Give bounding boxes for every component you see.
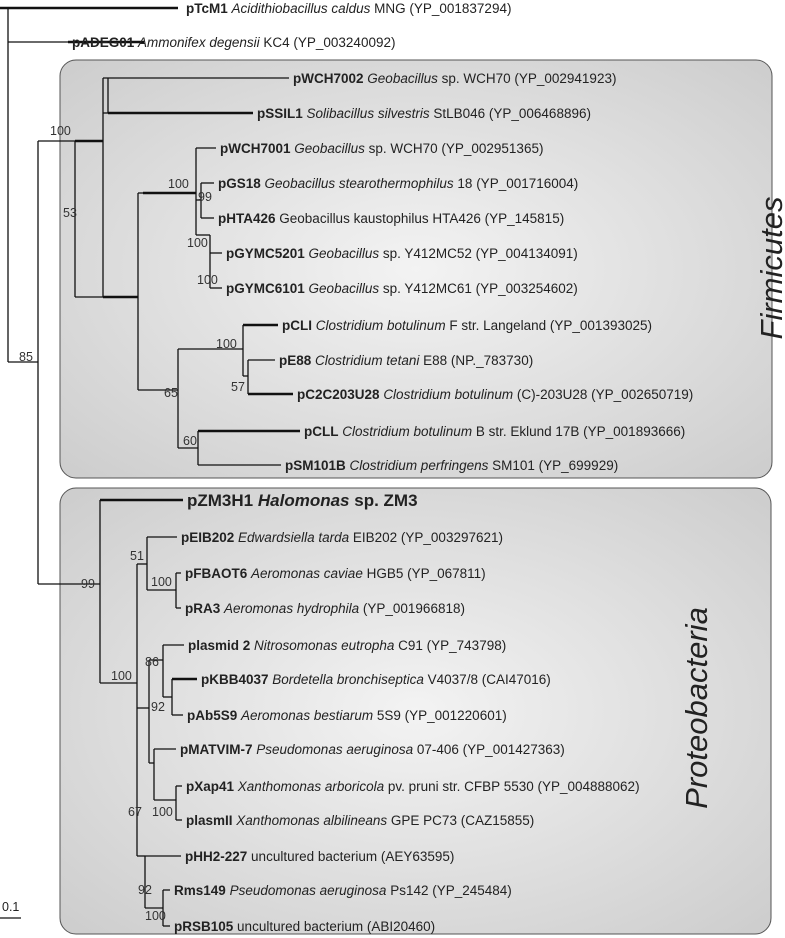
- bootstrap-value: 99: [81, 577, 95, 591]
- bootstrap-value: 67: [128, 805, 142, 819]
- taxon-label: pRSB105 uncultured bacterium (ABI20460): [174, 919, 435, 934]
- taxon-label: pWCH7001 Geobacillus sp. WCH70 (YP_00295…: [220, 141, 543, 156]
- bootstrap-value: 51: [130, 549, 144, 563]
- taxon-label: pRA3 Aeromonas hydrophila (YP_001966818): [185, 601, 465, 616]
- taxon-labels: pTcM1 Acidithiobacillus caldus MNG (YP_0…: [72, 1, 693, 934]
- bootstrap-value: 86: [145, 655, 159, 669]
- taxon-label: pGYMC6101 Geobacillus sp. Y412MC61 (YP_0…: [226, 281, 578, 296]
- taxon-label: pCLI Clostridium botulinum F str. Langel…: [282, 318, 652, 333]
- bootstrap-value: 100: [197, 273, 218, 287]
- taxon-label: pGYMC5201 Geobacillus sp. Y412MC52 (YP_0…: [226, 246, 578, 261]
- taxon-label: pHH2-227 uncultured bacterium (AEY63595): [185, 849, 454, 864]
- taxon-label: plasmII Xanthomonas albilineans GPE PC73…: [186, 813, 534, 828]
- taxon-label: pFBAOT6 Aeromonas caviae HGB5 (YP_067811…: [185, 566, 486, 581]
- bootstrap-value: 100: [145, 909, 166, 923]
- firmicutes-clade-box: [59, 59, 773, 479]
- bootstrap-value: 65: [164, 386, 178, 400]
- taxon-label: pE88 Clostridium tetani E88 (NP._783730): [279, 353, 533, 368]
- bootstrap-value: 100: [50, 124, 71, 138]
- bootstrap-values: 85 100 53 100 99 100 100 65 100 57 60 99…: [19, 124, 245, 923]
- taxon-label: pKBB4037 Bordetella bronchiseptica V4037…: [201, 672, 551, 687]
- taxon-label: pWCH7002 Geobacillus sp. WCH70 (YP_00294…: [293, 71, 616, 86]
- bootstrap-value: 57: [231, 380, 245, 394]
- bootstrap-value: 92: [151, 700, 165, 714]
- taxon-label: pEIB202 Edwardsiella tarda EIB202 (YP_00…: [181, 530, 503, 545]
- bootstrap-value: 60: [183, 434, 197, 448]
- bootstrap-value: 100: [187, 236, 208, 250]
- taxon-label: pSSIL1 Solibacillus silvestris StLB046 (…: [257, 106, 591, 121]
- tree-branches: [0, 6, 300, 927]
- taxon-label: Rms149 Pseudomonas aeruginosa Ps142 (YP_…: [174, 883, 512, 898]
- bootstrap-value: 99: [198, 190, 212, 204]
- bootstrap-value: 100: [151, 575, 172, 589]
- taxon-label-highlight: pZM3H1 Halomonas sp. ZM3: [187, 491, 418, 510]
- taxon-label: pCLL Clostridium botulinum B str. Eklund…: [304, 424, 685, 439]
- taxon-label: pMATVIM-7 Pseudomonas aeruginosa 07-406 …: [180, 742, 565, 757]
- bootstrap-value: 100: [111, 669, 132, 683]
- scale-bar-label: 0.1: [2, 900, 19, 914]
- proteobacteria-clade-box: [59, 487, 772, 935]
- taxon-label: plasmid 2 Nitrosomonas eutropha C91 (YP_…: [188, 638, 506, 653]
- scale-bar: 0.1: [0, 900, 21, 919]
- taxon-label: pTcM1 Acidithiobacillus caldus MNG (YP_0…: [186, 1, 511, 16]
- bootstrap-value: 100: [152, 805, 173, 819]
- taxon-label: pSM101B Clostridium perfringens SM101 (Y…: [285, 458, 618, 473]
- firmicutes-label: Firmicutes: [754, 197, 785, 340]
- bootstrap-value: 100: [216, 337, 237, 351]
- taxon-label: pADEG01 Ammonifex degensii KC4 (YP_00324…: [72, 35, 395, 50]
- bootstrap-value: 100: [168, 177, 189, 191]
- taxon-label: pAb5S9 Aeromonas bestiarum 5S9 (YP_00122…: [187, 708, 507, 723]
- taxon-label: pGS18 Geobacillus stearothermophilus 18 …: [218, 176, 578, 191]
- taxon-label: pXap41 Xanthomonas arboricola pv. pruni …: [186, 779, 640, 794]
- bootstrap-value: 53: [63, 206, 77, 220]
- taxon-label: pHTA426 Geobacillus kaustophilus HTA426 …: [218, 211, 564, 226]
- bootstrap-value: 85: [19, 350, 33, 364]
- bootstrap-value: 92: [138, 883, 152, 897]
- proteobacteria-label: Proteobacteria: [679, 607, 714, 809]
- taxon-label: pC2C203U28 Clostridium botulinum (C)-203…: [297, 387, 693, 402]
